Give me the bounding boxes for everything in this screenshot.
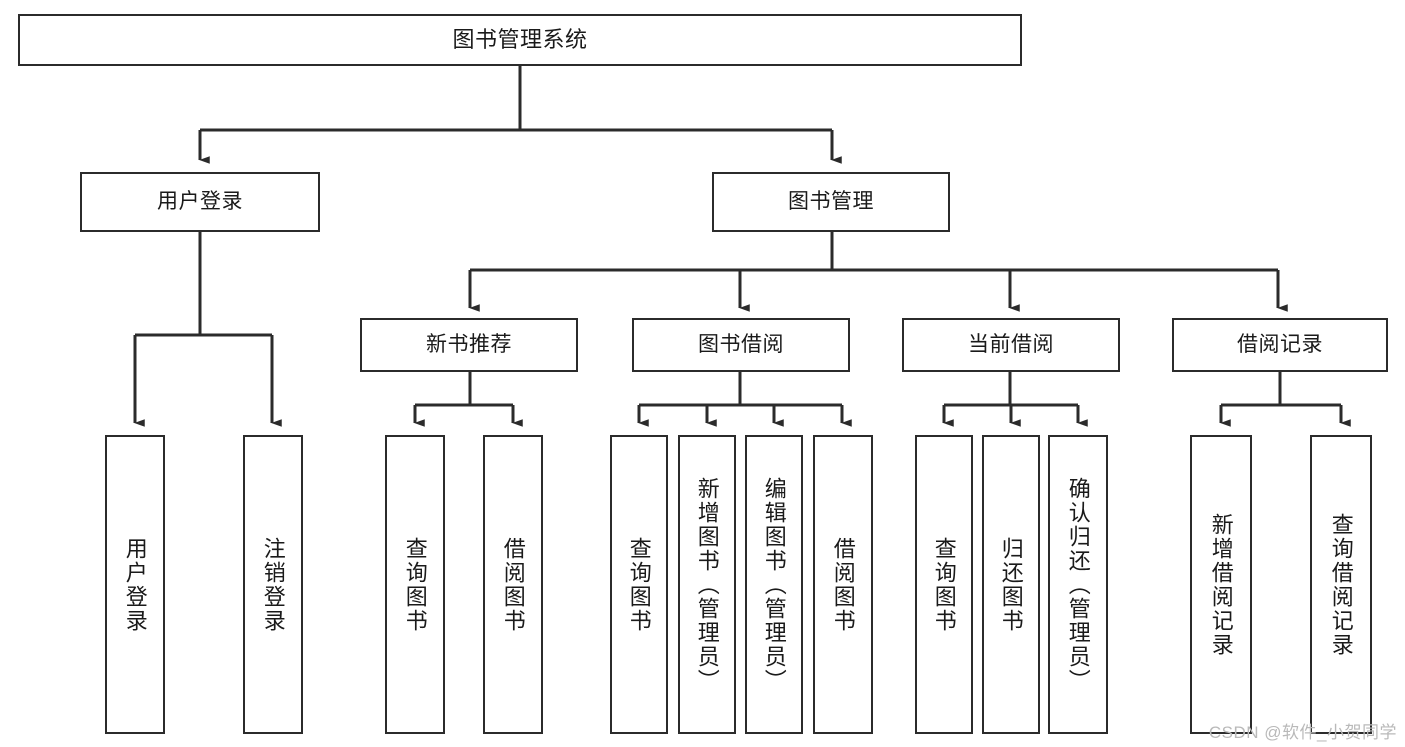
node-leaf-user-logout-label: 注销登录 <box>260 536 286 633</box>
node-leaf-add-book-label: 新增图书（管理员） <box>694 476 720 693</box>
watermark: CSDN @软件_小贺同学 <box>1208 723 1397 742</box>
node-root[interactable]: 图书管理系统 <box>18 14 1022 66</box>
node-borrow-record[interactable]: 借阅记录 <box>1172 318 1388 372</box>
node-leaf-query-book-cur[interactable]: 查询图书 <box>915 435 973 734</box>
node-leaf-query-record[interactable]: 查询借阅记录 <box>1310 435 1372 734</box>
node-leaf-confirm-return[interactable]: 确认归还（管理员） <box>1048 435 1108 734</box>
node-book-manage[interactable]: 图书管理 <box>712 172 950 232</box>
node-user-login-label: 用户登录 <box>157 189 243 213</box>
node-leaf-add-record-label: 新增借阅记录 <box>1208 512 1234 657</box>
node-user-login[interactable]: 用户登录 <box>80 172 320 232</box>
node-leaf-confirm-return-label: 确认归还（管理员） <box>1065 476 1091 693</box>
node-book-borrow-label: 图书借阅 <box>698 332 784 356</box>
node-leaf-return-book[interactable]: 归还图书 <box>982 435 1040 734</box>
node-borrow-record-label: 借阅记录 <box>1237 332 1323 356</box>
node-leaf-query-book-borrow-label: 查询图书 <box>626 536 652 633</box>
node-book-borrow[interactable]: 图书借阅 <box>632 318 850 372</box>
node-leaf-user-login-label: 用户登录 <box>122 536 148 633</box>
node-leaf-return-book-label: 归还图书 <box>998 536 1024 633</box>
node-root-label: 图书管理系统 <box>452 27 588 53</box>
node-new-book-rec-label: 新书推荐 <box>426 332 512 356</box>
node-leaf-user-logout[interactable]: 注销登录 <box>243 435 303 734</box>
node-leaf-borrow-book-rec-label: 借阅图书 <box>500 536 526 633</box>
node-leaf-add-book[interactable]: 新增图书（管理员） <box>678 435 736 734</box>
node-leaf-query-book-rec[interactable]: 查询图书 <box>385 435 445 734</box>
node-leaf-borrow-book-label: 借阅图书 <box>830 536 856 633</box>
node-book-manage-label: 图书管理 <box>788 189 874 213</box>
node-current-borrow[interactable]: 当前借阅 <box>902 318 1120 372</box>
node-leaf-borrow-book-rec[interactable]: 借阅图书 <box>483 435 543 734</box>
node-leaf-add-record[interactable]: 新增借阅记录 <box>1190 435 1252 734</box>
node-leaf-query-book-rec-label: 查询图书 <box>402 536 428 633</box>
node-leaf-user-login[interactable]: 用户登录 <box>105 435 165 734</box>
node-leaf-edit-book[interactable]: 编辑图书（管理员） <box>745 435 803 734</box>
node-leaf-query-book-cur-label: 查询图书 <box>931 536 957 633</box>
node-leaf-borrow-book[interactable]: 借阅图书 <box>813 435 873 734</box>
node-leaf-edit-book-label: 编辑图书（管理员） <box>761 476 787 693</box>
node-leaf-query-record-label: 查询借阅记录 <box>1328 512 1354 657</box>
node-leaf-query-book-borrow[interactable]: 查询图书 <box>610 435 668 734</box>
node-current-borrow-label: 当前借阅 <box>968 332 1054 356</box>
node-new-book-rec[interactable]: 新书推荐 <box>360 318 578 372</box>
